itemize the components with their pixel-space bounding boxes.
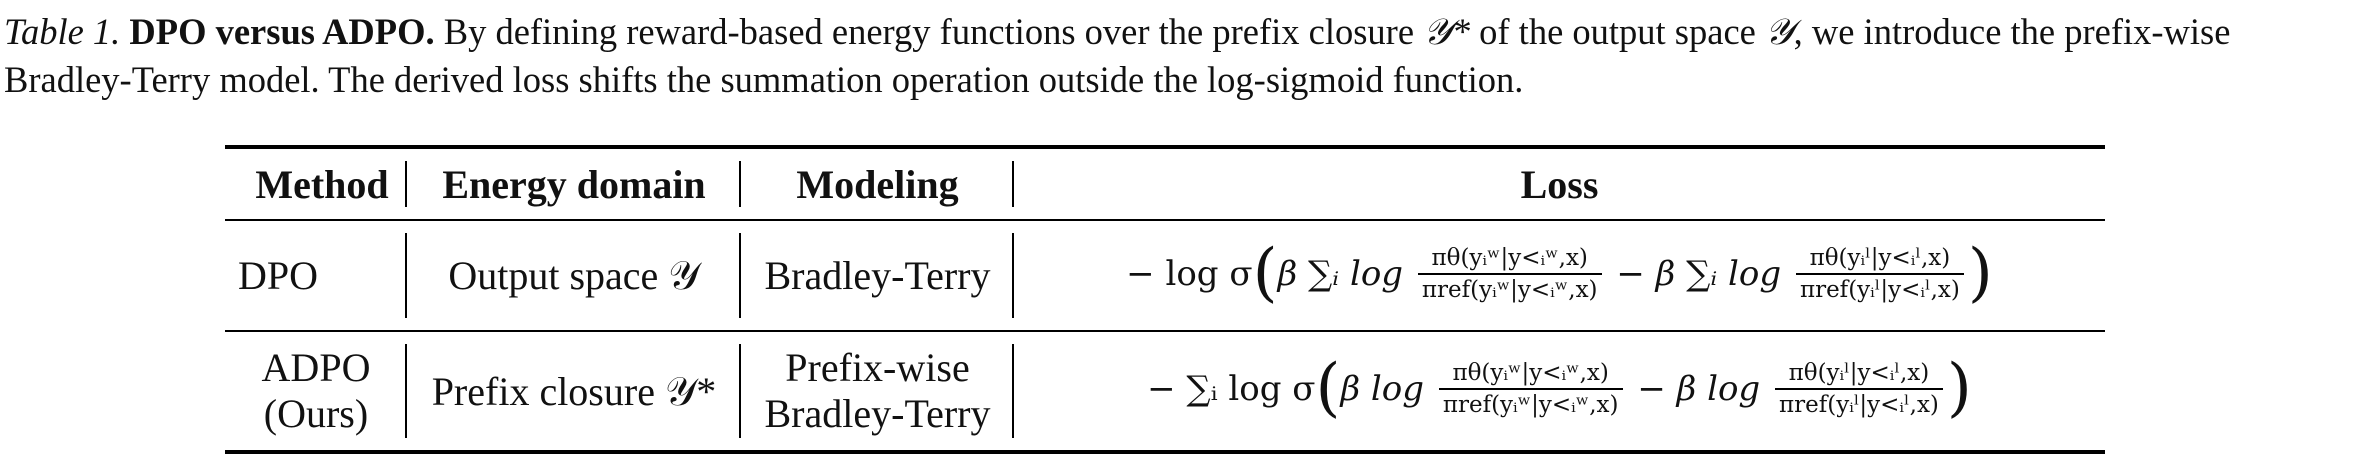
- ratio-loser-denominator: πref(yᵢˡ|y<ᵢˡ,x): [1779, 392, 1939, 418]
- caption-text-2: of the output space: [1479, 11, 1756, 52]
- loss-formula-dpo: − log σ(β ∑ᵢ log πθ(yᵢʷ|y<ᵢʷ,x) πref(yᵢʷ…: [1126, 241, 1993, 305]
- ratio-winner-denominator: πref(yᵢʷ|y<ᵢʷ,x): [1442, 392, 1619, 418]
- loss-formula-adpo: − ∑ᵢ log σ(β log πθ(yᵢʷ|y<ᵢʷ,x) πref(yᵢʷ…: [1147, 356, 1972, 420]
- header-method: Method: [225, 147, 407, 220]
- loss-lead: − log σ: [1126, 253, 1253, 294]
- method-name: ADPO: [261, 345, 371, 390]
- cell-method: DPO: [225, 220, 407, 331]
- ratio-winner-numerator: πθ(yᵢʷ|y<ᵢʷ,x): [1438, 360, 1623, 390]
- modeling-line-2: Bradley-Terry: [764, 391, 991, 436]
- ratio-loser-numerator: πθ(yᵢˡ|y<ᵢˡ,x): [1795, 245, 1964, 275]
- header-energy-domain: Energy domain: [407, 147, 741, 220]
- loss-sum-term: β log: [1340, 369, 1425, 409]
- paren-close: ): [1967, 235, 1993, 310]
- table-caption: Table 1. DPO versus ADPO. By defining re…: [4, 8, 2350, 104]
- loss-mid-term: − β log: [1637, 369, 1761, 409]
- loss-sum-term: β ∑ᵢ log: [1277, 253, 1404, 294]
- ratio-winner-denominator: πref(yᵢʷ|y<ᵢʷ,x): [1421, 276, 1598, 303]
- table-row-adpo: ADPO (Ours) Prefix closure 𝒴* Prefix-wis…: [225, 331, 2105, 452]
- loss-mid-term: − β ∑ᵢ log: [1616, 253, 1782, 294]
- cell-loss-formula: − log σ(β ∑ᵢ log πθ(yᵢʷ|y<ᵢʷ,x) πref(yᵢʷ…: [1014, 220, 2105, 331]
- cell-energy-domain: Output space 𝒴: [407, 220, 741, 331]
- ratio-loser-numerator: πθ(yᵢˡ|y<ᵢˡ,x): [1775, 360, 1943, 390]
- header-loss: Loss: [1520, 161, 1599, 207]
- header-modeling: Modeling: [741, 147, 1014, 220]
- ratio-loser: πθ(yᵢˡ|y<ᵢˡ,x) πref(yᵢˡ|y<ᵢˡ,x): [1775, 360, 1943, 418]
- caption-symbol-output-space: 𝒴: [1765, 11, 1794, 52]
- cell-modeling: Bradley-Terry: [741, 220, 1014, 331]
- modeling-line-1: Prefix-wise: [785, 345, 970, 390]
- method-note: (Ours): [263, 391, 369, 436]
- ratio-loser: πθ(yᵢˡ|y<ᵢˡ,x) πref(yᵢˡ|y<ᵢˡ,x): [1795, 245, 1964, 303]
- cell-method: ADPO (Ours): [225, 331, 407, 452]
- paren-open: (: [1315, 351, 1341, 425]
- table-row-dpo: DPO Output space 𝒴 Bradley-Terry − log σ…: [225, 220, 2105, 331]
- ratio-winner: πθ(yᵢʷ|y<ᵢʷ,x) πref(yᵢʷ|y<ᵢʷ,x): [1438, 360, 1623, 418]
- ratio-winner: πθ(yᵢʷ|y<ᵢʷ,x) πref(yᵢʷ|y<ᵢʷ,x): [1417, 245, 1602, 303]
- caption-label: Table 1.: [4, 11, 121, 52]
- cell-modeling: Prefix-wise Bradley-Terry: [741, 331, 1014, 452]
- cell-energy-domain: Prefix closure 𝒴*: [407, 331, 741, 452]
- comparison-table: Method Energy domain Modeling Loss DPO O…: [225, 145, 2105, 454]
- loss-lead: − ∑ᵢ log σ: [1147, 369, 1316, 409]
- caption-symbol-prefix-closure: 𝒴*: [1423, 11, 1471, 52]
- caption-text-3: , we introduce the prefix-wise Bradley-T…: [4, 11, 2231, 100]
- caption-title: DPO versus ADPO.: [129, 11, 435, 52]
- caption-text-1: By defining reward-based energy function…: [443, 11, 1415, 52]
- paren-open: (: [1252, 235, 1278, 310]
- cell-loss-formula: − ∑ᵢ log σ(β log πθ(yᵢʷ|y<ᵢʷ,x) πref(yᵢʷ…: [1014, 331, 2105, 452]
- table-header-row: Method Energy domain Modeling Loss: [225, 147, 2105, 220]
- ratio-loser-denominator: πref(yᵢˡ|y<ᵢˡ,x): [1799, 276, 1960, 303]
- ratio-winner-numerator: πθ(yᵢʷ|y<ᵢʷ,x): [1417, 245, 1602, 275]
- paren-close: ): [1946, 351, 1972, 425]
